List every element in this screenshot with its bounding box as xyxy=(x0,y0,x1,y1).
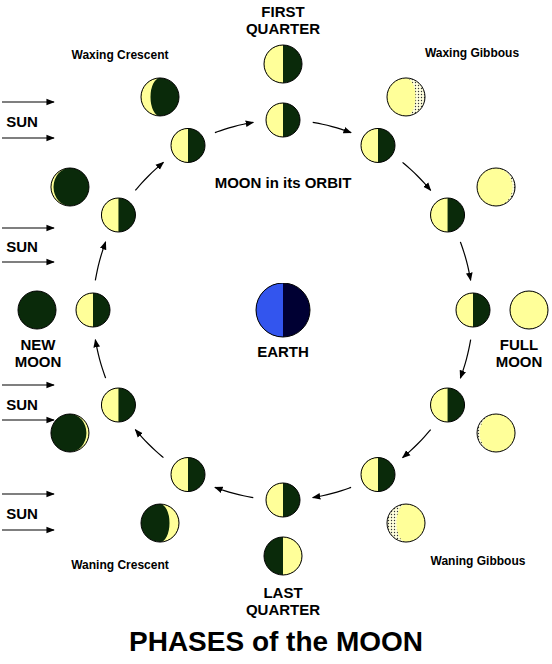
diagram-label: NEW MOON xyxy=(8,336,68,371)
orbit-arrow xyxy=(215,122,253,132)
phase-name: Waxing Gibbous xyxy=(425,47,519,61)
earth-label: EARTH xyxy=(243,343,323,360)
orbit-moon xyxy=(431,198,465,232)
seen-phase-moon xyxy=(477,168,515,206)
seen-phase-moon xyxy=(51,168,89,206)
earth-globe: EARTH xyxy=(243,283,323,360)
orbit-moon xyxy=(266,483,300,517)
diagram-label: LAST QUARTER xyxy=(237,584,329,619)
orbit-moon xyxy=(431,388,465,422)
seen-phase-moon xyxy=(18,291,56,329)
orbit-moon xyxy=(76,293,110,327)
seen-phase-moon xyxy=(264,45,302,83)
seen-phase-moon xyxy=(51,414,89,452)
phase-name: Waning Crescent xyxy=(71,559,169,573)
diagram-label: SUN xyxy=(6,238,38,255)
orbit-moon xyxy=(266,103,300,137)
diagram-title: PHASES of the MOON xyxy=(0,626,552,658)
orbit-arrow xyxy=(215,487,253,497)
orbit-arrow xyxy=(403,162,431,190)
orbit-arrow xyxy=(313,487,351,497)
diagram-label: FULL MOON xyxy=(489,336,549,371)
phase-name: Waxing Crescent xyxy=(72,49,169,63)
phase-name: Waning Gibbous xyxy=(431,555,526,569)
orbit-moon xyxy=(456,293,490,327)
orbit-moon xyxy=(361,128,395,162)
seen-phase-moon xyxy=(477,414,515,452)
orbit-moon xyxy=(101,198,135,232)
seen-phase-moon xyxy=(510,291,548,329)
seen-phase-moon xyxy=(141,504,179,542)
seen-phase-moon xyxy=(387,504,425,542)
orbit-arrow xyxy=(460,340,470,378)
earth-shape xyxy=(243,283,323,339)
orbit-moon xyxy=(171,128,205,162)
seen-phase-moon xyxy=(264,537,302,575)
diagram-label: SUN xyxy=(6,505,38,522)
orbit-moon xyxy=(171,458,205,492)
seen-phase-moon xyxy=(141,78,179,116)
orbit-moon xyxy=(361,458,395,492)
orbit-arrow xyxy=(460,242,470,280)
diagram-label: MOON in its ORBIT xyxy=(215,174,352,191)
orbit-arrow xyxy=(135,162,163,190)
orbit-arrow xyxy=(403,430,431,458)
diagram-label: SUN xyxy=(6,113,38,130)
orbit-arrow xyxy=(313,122,351,132)
orbit-direction-arrows xyxy=(95,122,470,497)
seen-phase-moon xyxy=(387,78,425,116)
orbit-moon xyxy=(101,388,135,422)
moon-figures xyxy=(18,45,548,575)
orbit-arrow xyxy=(95,340,105,378)
diagram-label: FIRST QUARTER xyxy=(237,3,329,38)
orbit-arrow xyxy=(135,430,163,458)
diagram-label: SUN xyxy=(6,396,38,413)
orbit-arrow xyxy=(95,242,105,280)
